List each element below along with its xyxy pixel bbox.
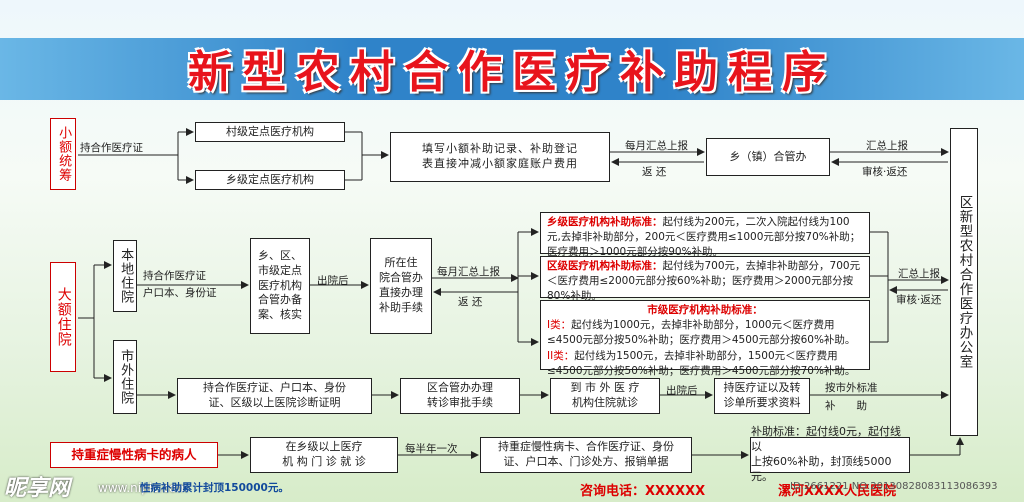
title-band (0, 38, 1024, 100)
township-clinic-box: 乡级定点医疗机构 (195, 170, 345, 190)
hotline-text: 咨询电话：XXXXXX (580, 484, 706, 499)
city-standard-title: 市级医疗机构补助标准： (647, 304, 763, 316)
small-refund-label: 返 还 (642, 166, 667, 178)
watermark-id: ID:2661221 NO:20130828083113086393 (790, 481, 998, 492)
hospital-office-box: 所在住 院合管办 直接办理 补助手续 (370, 238, 432, 334)
district-standard-body: 起付线为700元，去掉非补助部分，700元＜医疗费用≤2000元部分按60%补助… (547, 260, 861, 303)
township-office-box: 乡（镇）合管办 (706, 138, 830, 176)
clinic-filing-box: 乡、区、 市级定点 医疗机构 合管办备 案、核实 (250, 238, 310, 334)
district-standard-box: 区级医疗机构补助标准：起付线为700元，去掉非补助部分，700元＜医疗费用≤20… (540, 256, 870, 302)
fill-record-box: 填写小额补助记录、补助登记 表直接冲减小额家庭账户费用 (390, 132, 610, 182)
small-summary-report-label: 汇总上报 (866, 140, 908, 152)
district-standard-title: 区级医疗机构补助标准： (547, 260, 663, 272)
outside-docs-box: 持合作医疗证、户口本、身份 证、区级以上医院诊断证明 (177, 378, 372, 414)
village-clinic-box: 村级定点医疗机构 (195, 122, 345, 142)
outside-hospital-box: 到 市 外 医 疗 机构住院就诊 (550, 378, 660, 414)
chronic-clinic-box: 在乡级以上医疗 机 构 门 诊 就 诊 (250, 437, 398, 473)
township-standard-body: 起付线为200元，二次入院起付线为100元,去掉非补助部分，200元＜医疗费用≤… (547, 216, 861, 259)
township-standard-box: 乡级医疗机构补助标准：起付线为200元，二次入院起付线为100元,去掉非补助部分… (540, 212, 870, 258)
city-class1-body: 起付线为1000元，去掉非补助部分，1000元＜医疗费用≤4500元部分按50%… (547, 319, 856, 347)
city-class2-tag: II类： (547, 349, 575, 362)
outside-materials-box: 持医疗证以及转 诊单所要求资料 (714, 378, 810, 414)
city-class1-tag: I类： (547, 319, 572, 332)
chronic-patient-box: 持重症慢性病卡的病人 (50, 442, 218, 468)
chronic-docs-box: 持重症慢性病卡、合作医疗证、身份 证、户口本、门诊处方、报销单据 (480, 437, 692, 473)
large-refund-label: 返 还 (458, 296, 483, 308)
chronic-standard-box: 补助标准：起付线0元，起付线以 上按60%补助，封顶线5000元。 (750, 425, 910, 483)
page-title: 新型农村合作医疗补助程序 (188, 47, 836, 98)
cert-label: 持合作医疗证 (80, 142, 143, 154)
outside-inpatient-box: 市外住院 (113, 340, 137, 414)
outside-standard-label: 按市外标准 补 助 (825, 382, 878, 412)
city-class2-body: 起付线为1500元，去掉非补助部分，1500元＜医疗费用≤4500元部分按50%… (547, 349, 856, 377)
office-transfer-box: 区合管办办理 转诊审批手续 (400, 378, 520, 414)
small-amount-label: 小额统筹 (50, 118, 76, 190)
city-standard-box: 市级医疗机构补助标准： I类：起付线为1000元，去掉非补助部分，1000元＜医… (540, 300, 870, 377)
discharge2-label: 出院后 (666, 385, 698, 397)
township-standard-title: 乡级医疗机构补助标准： (547, 216, 663, 228)
large-summary-report-label: 汇总上报 (898, 268, 940, 280)
bottom-note: 性病补助累计封顶150000元。 (140, 482, 289, 494)
local-inpatient-box: 本地住院 (113, 240, 137, 312)
discharge-label: 出院后 (317, 275, 349, 287)
small-review-refund-label: 审核·返还 (862, 166, 908, 178)
district-office-box: 区新型农村合作医疗办公室 (950, 128, 978, 436)
large-monthly-report-label: 每月汇总上报 (437, 266, 500, 278)
small-monthly-report-label: 每月汇总上报 (625, 140, 688, 152)
watermark-logo: 昵享网 (4, 476, 71, 501)
half-year-label: 每半年一次 (405, 443, 458, 455)
local-docs-label: 持合作医疗证 户口本、身份证 (143, 270, 217, 299)
large-amount-label: 大额住院 (50, 262, 76, 372)
large-review-refund-label: 审核·返还 (896, 294, 942, 306)
watermark-url: www.nipic.com (98, 481, 189, 495)
hospital-name: 漯河XXXX人民医院 (778, 484, 897, 499)
